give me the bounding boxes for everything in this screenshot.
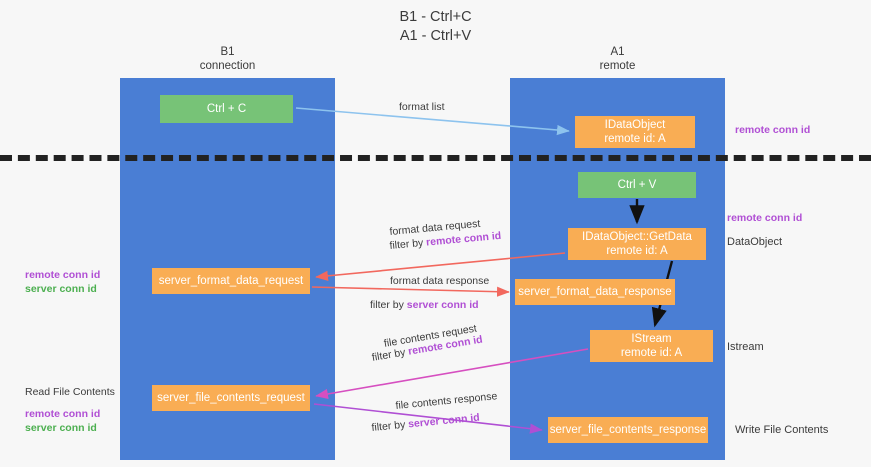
node-getdata-subtitle: remote id: A: [606, 245, 668, 257]
filter-key-server-conn-id: server conn id: [406, 299, 479, 311]
lane-header-a1: A1 remote: [510, 46, 725, 73]
edge-label-file-contents-response: file contents response: [395, 390, 498, 412]
node-idataobject-getdata[interactable]: IDataObject::GetData remote id: A: [568, 228, 706, 260]
node-idataobject[interactable]: IDataObject remote id: A: [575, 116, 695, 148]
annotation-read-server-conn-id: server conn id: [25, 422, 97, 434]
node-server-format-data-response-label: server_format_data_response: [518, 286, 672, 298]
node-server-file-contents-request[interactable]: server_file_contents_request: [152, 385, 310, 411]
title-line-2: A1 - Ctrl+V: [399, 28, 472, 44]
lane-header-b1-role: connection: [199, 59, 256, 72]
edge-label-format-list-text: format list: [399, 101, 445, 113]
filter-prefix: filter by: [370, 299, 407, 311]
annotation-left-server-conn-id: server conn id: [25, 283, 97, 295]
filter-prefix: filter by: [371, 418, 409, 434]
node-ctrl-v[interactable]: Ctrl + V: [578, 172, 696, 198]
annotation-left-conn-ids: remote conn id server conn id: [25, 268, 100, 296]
filter-key-server-conn-id: server conn id: [407, 411, 481, 431]
annotation-remote-conn-id-top-text: remote conn id: [735, 124, 811, 136]
annotation-istream: Istream: [727, 341, 764, 353]
annotation-read-file-contents-text: Read File Contents: [25, 386, 115, 398]
node-getdata-title: IDataObject::GetData: [582, 231, 692, 243]
annotation-read-file-contents: Read File Contents remote conn id server…: [25, 385, 115, 435]
lane-header-a1-name: A1: [610, 46, 625, 58]
node-idataobject-title: IDataObject: [604, 119, 666, 131]
node-ctrl-c[interactable]: Ctrl + C: [160, 95, 293, 123]
filter-prefix: filter by: [389, 236, 427, 252]
node-ctrl-v-label: Ctrl + V: [617, 179, 657, 191]
annotation-remote-conn-id-mid: remote conn id: [727, 211, 802, 225]
annotation-write-file-contents: Write File Contents: [735, 424, 828, 436]
node-server-format-data-request[interactable]: server_format_data_request: [152, 268, 310, 294]
annotation-dataobject: DataObject: [727, 236, 782, 248]
lane-header-a1-role: remote: [599, 59, 636, 72]
node-server-file-contents-response[interactable]: server_file_contents_response: [548, 417, 708, 443]
node-server-format-data-request-label: server_format_data_request: [158, 275, 304, 287]
node-ctrl-c-label: Ctrl + C: [206, 103, 247, 115]
annotation-read-remote-conn-id: remote conn id: [25, 408, 101, 420]
node-istream-title: IStream: [631, 333, 672, 345]
filter-prefix: filter by: [371, 345, 410, 364]
node-idataobject-subtitle: remote id: A: [604, 133, 666, 145]
annotation-remote-conn-id-mid-text: remote conn id: [727, 212, 803, 224]
edge-label-file-contents-response-text: file contents response: [395, 390, 498, 412]
edge-label-file-contents-response-filter: filter by server conn id: [371, 412, 480, 434]
edge-format-data-response: [311, 286, 510, 297]
node-server-format-data-response[interactable]: server_format_data_response: [515, 279, 675, 305]
annotation-istream-text: Istream: [727, 341, 764, 353]
annotation-dataobject-text: DataObject: [727, 236, 783, 248]
edge-label-format-data-response: format data response: [390, 275, 489, 287]
lane-header-b1: B1 connection: [120, 46, 335, 73]
annotation-left-remote-conn-id: remote conn id: [25, 269, 101, 281]
diagram-title: B1 - Ctrl+C A1 - Ctrl+V: [0, 8, 871, 46]
edge-label-format-data-response-filter: filter by server conn id: [370, 299, 479, 311]
edge-label-format-list: format list: [399, 101, 445, 113]
node-server-file-contents-request-label: server_file_contents_request: [157, 392, 305, 404]
phase-divider: [0, 155, 871, 161]
annotation-write-file-contents-text: Write File Contents: [735, 424, 829, 436]
annotation-remote-conn-id-top: remote conn id: [735, 123, 810, 137]
title-line-1: B1 - Ctrl+C: [399, 9, 472, 25]
node-server-file-contents-response-label: server_file_contents_response: [549, 424, 707, 436]
node-istream[interactable]: IStream remote id: A: [590, 330, 713, 362]
lane-header-b1-name: B1: [220, 46, 235, 58]
node-istream-subtitle: remote id: A: [620, 347, 683, 359]
edge-label-format-data-response-text: format data response: [390, 275, 490, 287]
